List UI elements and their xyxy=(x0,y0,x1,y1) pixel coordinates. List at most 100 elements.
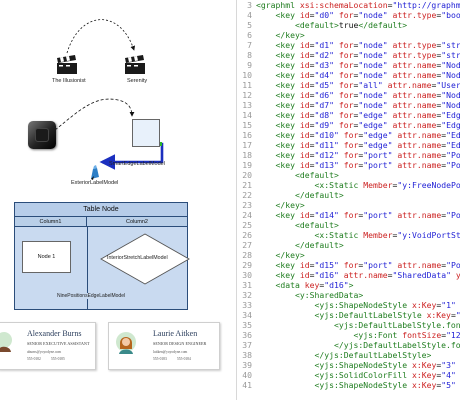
code-line[interactable]: 37 </yjs:DefaultLabelStyle.font> xyxy=(237,340,460,350)
code-line[interactable]: 22 </default> xyxy=(237,190,460,200)
code-token: "strin xyxy=(441,40,460,50)
square-node[interactable] xyxy=(132,119,160,147)
code-token: for xyxy=(338,90,354,100)
code-line[interactable]: 7 <key id="d1" for="node" attr.type="str… xyxy=(237,40,460,50)
code-token: <key xyxy=(275,140,300,150)
code-token: = xyxy=(309,90,315,100)
line-number: 18 xyxy=(242,150,252,160)
code-token: "d10" xyxy=(314,130,344,140)
code-line[interactable]: 35 <yjs:DefaultLabelStyle.font> xyxy=(237,320,460,330)
diamond-node[interactable] xyxy=(100,233,190,285)
line-number: 6 xyxy=(247,30,252,40)
code-token: "d5" xyxy=(314,80,339,90)
code-token: </default> xyxy=(294,240,344,250)
code-line[interactable]: 21 <x:Static Member="y:FreeNodePort xyxy=(237,180,460,190)
card-title: SENIOR DESIGN ENGINEER xyxy=(153,341,207,346)
code-line[interactable]: 14 <key id="d8" for="edge" attr.name="Ed… xyxy=(237,110,460,120)
code-line[interactable]: 26 <x:Static Member="y:VoidPortStyle. xyxy=(237,230,460,240)
line-number: 15 xyxy=(242,120,252,130)
clapperboard-icon[interactable] xyxy=(56,55,78,75)
code-token: id xyxy=(299,10,310,20)
code-token: attr.name xyxy=(397,210,442,220)
code-token xyxy=(256,350,314,360)
code-line[interactable]: 8 <key id="d2" for="node" attr.type="str… xyxy=(237,50,460,60)
code-line[interactable]: 30 <key id="d16" attr.name="SharedData" … xyxy=(237,270,460,280)
code-line[interactable]: 39 <yjs:ShapeNodeStyle x:Key="3" fi xyxy=(237,360,460,370)
code-line[interactable]: 3<graphml xsi:schemaLocation="http://gra… xyxy=(237,0,460,10)
code-token: attr.name xyxy=(392,60,437,70)
pane-divider[interactable] xyxy=(236,0,237,400)
card-email: aburns@yoyodyne.com xyxy=(27,350,62,354)
code-token: x:Key xyxy=(411,370,437,380)
code-line[interactable]: 36 <yjs:Font fontSize="12" xyxy=(237,330,460,340)
avatar xyxy=(0,332,12,352)
code-token: "d8" xyxy=(314,110,339,120)
pencil-icon[interactable] xyxy=(88,165,102,181)
code-token xyxy=(256,10,276,20)
employee-card[interactable]: Laurie Aitken SENIOR DESIGN ENGINEER lai… xyxy=(108,322,220,370)
code-token: id xyxy=(299,60,310,70)
line-number: 26 xyxy=(242,230,252,240)
code-line[interactable]: 38 </yjs:DefaultLabelStyle> xyxy=(237,350,460,360)
code-line[interactable]: 29 <key id="d15" for="port" attr.name="P… xyxy=(237,260,460,270)
code-line[interactable]: 6 </key> xyxy=(237,30,460,40)
code-token: = xyxy=(387,270,393,280)
employee-card[interactable]: Alexander Burns SENIOR EXECUTIVE ASSISTA… xyxy=(0,322,96,370)
code-token: id xyxy=(299,50,310,60)
code-line[interactable]: 5 <default>true</default> xyxy=(237,20,460,30)
code-line[interactable]: 31 <data key="d16"> xyxy=(237,280,460,290)
code-line[interactable]: 33 <yjs:ShapeNodeStyle x:Key="1" fi xyxy=(237,300,460,310)
graph-canvas[interactable]: The Illusionist Serenity SmartEdgeLabelM… xyxy=(0,0,236,400)
code-line[interactable]: 24 <key id="d14" for="port" attr.name="P… xyxy=(237,210,460,220)
code-line[interactable]: 27 </default> xyxy=(237,240,460,250)
code-line[interactable]: 20 <default> xyxy=(237,170,460,180)
table-column-header-1[interactable]: Column1 xyxy=(15,217,87,227)
code-editor[interactable]: 3<graphml xsi:schemaLocation="http://gra… xyxy=(237,0,460,400)
code-line[interactable]: 23 </key> xyxy=(237,200,460,210)
code-token: = xyxy=(309,140,315,150)
code-line[interactable]: 11 <key id="d5" for="all" attr.name="Use… xyxy=(237,80,460,90)
code-line[interactable]: 34 <yjs:DefaultLabelStyle x:Key="2" xyxy=(237,310,460,320)
code-token: <x:Static xyxy=(314,180,364,190)
table-column-header-2[interactable]: Column2 xyxy=(87,217,187,227)
code-token: = xyxy=(353,40,359,50)
clapperboard-icon[interactable] xyxy=(124,55,146,75)
glossy-node[interactable] xyxy=(28,121,56,149)
code-token: "d12" xyxy=(314,150,344,160)
code-token: = xyxy=(441,160,447,170)
line-number: 31 xyxy=(242,280,252,290)
code-line[interactable]: 18 <key id="d12" for="port" attr.name="P… xyxy=(237,150,460,160)
code-line[interactable]: 25 <default> xyxy=(237,220,460,230)
code-token: for xyxy=(338,100,354,110)
code-token: for xyxy=(343,210,359,220)
code-token xyxy=(256,300,314,310)
code-token: = xyxy=(392,230,398,240)
code-line[interactable]: 16 <key id="d10" for="edge" attr.name="E… xyxy=(237,130,460,140)
code-token: for xyxy=(343,150,359,160)
code-line[interactable]: 9 <key id="d3" for="node" attr.name="Nod… xyxy=(237,60,460,70)
code-line[interactable]: 17 <key id="d11" for="edge" attr.name="E… xyxy=(237,140,460,150)
code-token: for xyxy=(338,10,354,20)
code-token: = xyxy=(353,80,359,90)
code-token: <key xyxy=(275,210,300,220)
code-line[interactable]: 40 <yjs:SolidColorFill x:Key="4" co xyxy=(237,370,460,380)
code-line[interactable]: 12 <key id="d6" for="node" attr.name="No… xyxy=(237,90,460,100)
code-token: = xyxy=(309,270,315,280)
code-line[interactable]: 28 </key> xyxy=(237,250,460,260)
code-line[interactable]: 41 <yjs:ShapeNodeStyle x:Key="5" fi xyxy=(237,380,460,390)
code-line[interactable]: 32 <y:SharedData> xyxy=(237,290,460,300)
node-1[interactable]: Node 1 xyxy=(22,241,71,273)
code-token: x:Key xyxy=(411,360,437,370)
code-line[interactable]: 4 <key id="d0" for="node" attr.type="boo… xyxy=(237,10,460,20)
code-line[interactable]: 13 <key id="d7" for="node" attr.name="No… xyxy=(237,100,460,110)
line-number: 35 xyxy=(242,320,252,330)
code-token: Member xyxy=(363,180,393,190)
code-line[interactable]: 19 <key id="d13" for="port" attr.name="P… xyxy=(237,160,460,170)
code-line[interactable]: 15 <key id="d9" for="edge" attr.name="Ed… xyxy=(237,120,460,130)
code-line[interactable]: 10 <key id="d4" for="node" attr.name="No… xyxy=(237,70,460,80)
code-token xyxy=(256,160,276,170)
line-number: 41 xyxy=(242,380,252,390)
code-token: for xyxy=(338,70,354,80)
code-token: "5" xyxy=(441,380,460,390)
code-token: <default> xyxy=(294,220,339,230)
